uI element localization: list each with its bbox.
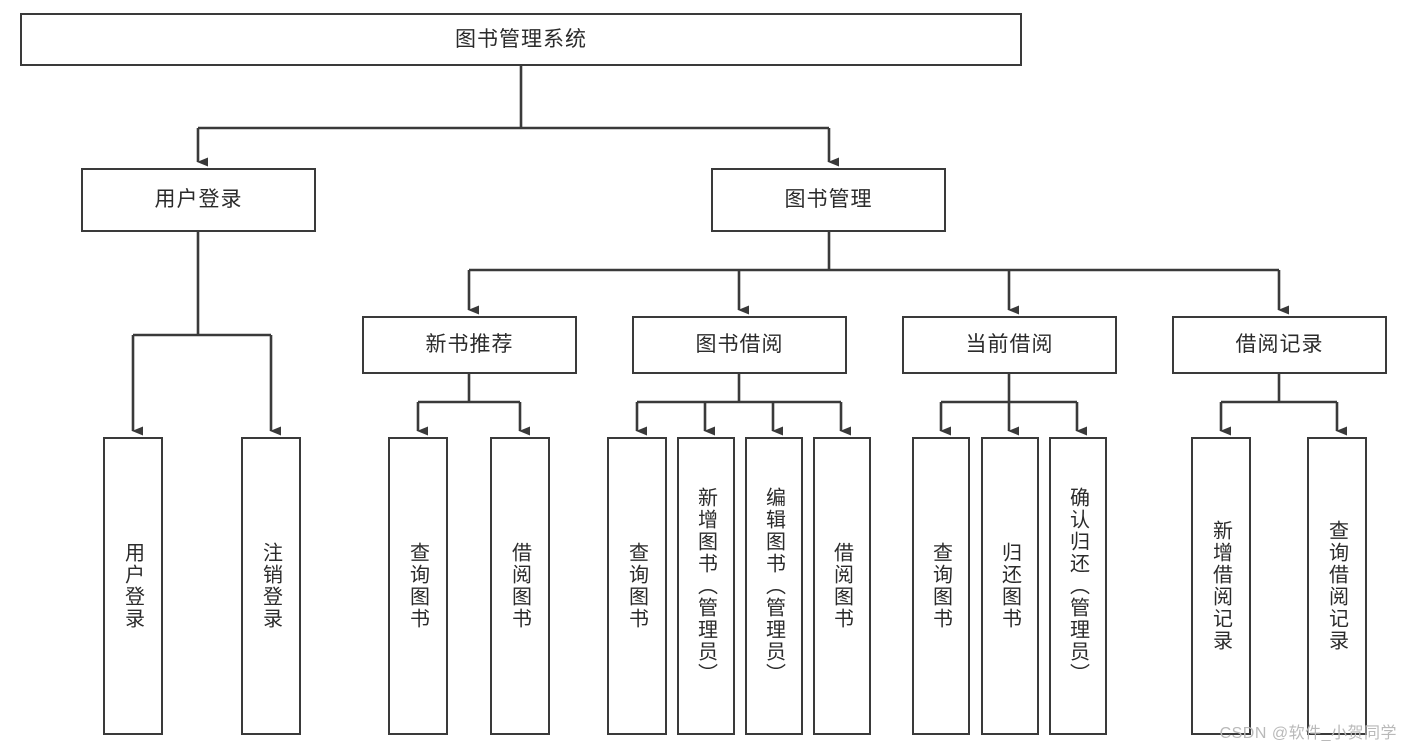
node-label: 编辑图书（管理员） — [762, 487, 785, 685]
node-new-book-recommend[interactable]: 新书推荐 — [362, 316, 577, 374]
node-label: 借阅记录 — [1235, 333, 1324, 357]
node-label: 查询图书 — [929, 542, 952, 630]
node-root-book-management-system[interactable]: 图书管理系统 — [20, 13, 1022, 66]
node-book-borrow[interactable]: 图书借阅 — [632, 316, 847, 374]
node-label: 图书管理系统 — [455, 27, 587, 51]
node-leaf-query-book-borrow[interactable]: 查询图书 — [607, 437, 667, 735]
node-leaf-add-book-admin[interactable]: 新增图书（管理员） — [677, 437, 735, 735]
node-label: 借阅图书 — [830, 542, 853, 630]
node-label: 查询借阅记录 — [1325, 520, 1348, 652]
node-leaf-confirm-return-admin[interactable]: 确认归还（管理员） — [1049, 437, 1107, 735]
node-label: 新增图书（管理员） — [694, 487, 717, 685]
node-label: 注销登录 — [259, 542, 282, 630]
node-label: 借阅图书 — [508, 542, 531, 630]
node-leaf-query-borrow-record[interactable]: 查询借阅记录 — [1307, 437, 1367, 735]
node-label: 归还图书 — [998, 542, 1021, 630]
node-leaf-logout[interactable]: 注销登录 — [241, 437, 301, 735]
node-leaf-user-login[interactable]: 用户登录 — [103, 437, 163, 735]
watermark-text: CSDN @软件_小贺同学 — [1219, 725, 1397, 742]
node-label: 查询图书 — [406, 542, 429, 630]
node-label: 用户登录 — [154, 188, 243, 212]
node-leaf-query-book-current[interactable]: 查询图书 — [912, 437, 970, 735]
node-leaf-edit-book-admin[interactable]: 编辑图书（管理员） — [745, 437, 803, 735]
node-current-borrow[interactable]: 当前借阅 — [902, 316, 1117, 374]
node-leaf-add-borrow-record[interactable]: 新增借阅记录 — [1191, 437, 1251, 735]
node-leaf-query-book-recommend[interactable]: 查询图书 — [388, 437, 448, 735]
node-label: 当前借阅 — [965, 333, 1054, 357]
node-leaf-borrow-book[interactable]: 借阅图书 — [813, 437, 871, 735]
node-label: 图书管理 — [784, 188, 873, 212]
node-leaf-return-book[interactable]: 归还图书 — [981, 437, 1039, 735]
node-label: 图书借阅 — [695, 333, 784, 357]
node-label: 查询图书 — [625, 542, 648, 630]
node-label: 新书推荐 — [425, 333, 514, 357]
node-label: 确认归还（管理员） — [1066, 487, 1089, 685]
node-leaf-borrow-book-recommend[interactable]: 借阅图书 — [490, 437, 550, 735]
node-user-login[interactable]: 用户登录 — [81, 168, 316, 232]
node-label: 新增借阅记录 — [1209, 520, 1232, 652]
node-borrow-record[interactable]: 借阅记录 — [1172, 316, 1387, 374]
node-label: 用户登录 — [121, 542, 144, 630]
node-book-management[interactable]: 图书管理 — [711, 168, 946, 232]
